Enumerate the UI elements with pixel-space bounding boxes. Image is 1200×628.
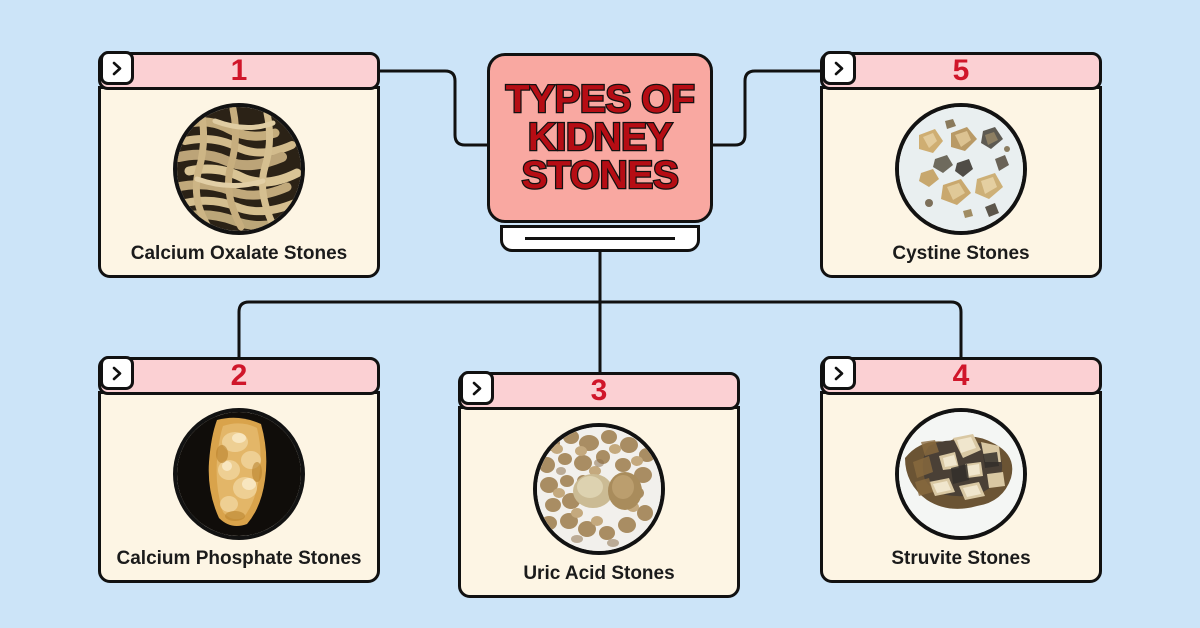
stone-card-2[interactable]: 2 [98,356,380,583]
card-header-4: 4 [820,356,1102,395]
card-body-5: Cystine Stones [820,86,1102,278]
calcium-oxalate-crystals-photo [173,103,305,235]
stone-card-4[interactable]: 4 [820,356,1102,583]
card-label-2: Calcium Phosphate Stones [116,548,362,569]
title-box: TYPES OF KIDNEY STONES [487,53,713,223]
struvite-crystal-cluster-photo [895,408,1027,540]
card-header-1: 1 [98,51,380,90]
card-body-2: Calcium Phosphate Stones [98,391,380,583]
chevron-right-icon[interactable] [100,356,134,390]
stone-card-5[interactable]: 5 [820,51,1102,278]
card-body-4: Struvite Stones [820,391,1102,583]
stone-card-3[interactable]: 3 [458,371,740,598]
chevron-right-icon[interactable] [460,371,494,405]
stone-card-1[interactable]: 1 [98,51,380,278]
card-label-3: Uric Acid Stones [523,563,675,584]
central-title-group: TYPES OF KIDNEY STONES [487,53,713,252]
card-header-5: 5 [820,51,1102,90]
card-number-4: 4 [952,359,970,392]
chevron-right-icon[interactable] [822,51,856,85]
card-body-1: Calcium Oxalate Stones [98,86,380,278]
card-body-3: Uric Acid Stones [458,406,740,598]
card-number-3: 3 [590,374,608,407]
card-label-5: Cystine Stones [892,243,1030,264]
card-header-2: 2 [98,356,380,395]
card-number-5: 5 [952,54,970,87]
page-title: TYPES OF KIDNEY STONES [504,77,696,198]
title-base-line [525,237,675,240]
card-header-3: 3 [458,371,740,410]
card-number-1: 1 [230,54,248,87]
title-base-stand [500,225,700,252]
chevron-right-icon[interactable] [822,356,856,390]
cystine-stone-fragments-photo [895,103,1027,235]
calcium-phosphate-stone-photo [173,408,305,540]
card-label-4: Struvite Stones [891,548,1031,569]
card-label-1: Calcium Oxalate Stones [130,243,348,264]
chevron-right-icon[interactable] [100,51,134,85]
card-number-2: 2 [230,359,248,392]
uric-acid-pebbles-photo [533,423,665,555]
